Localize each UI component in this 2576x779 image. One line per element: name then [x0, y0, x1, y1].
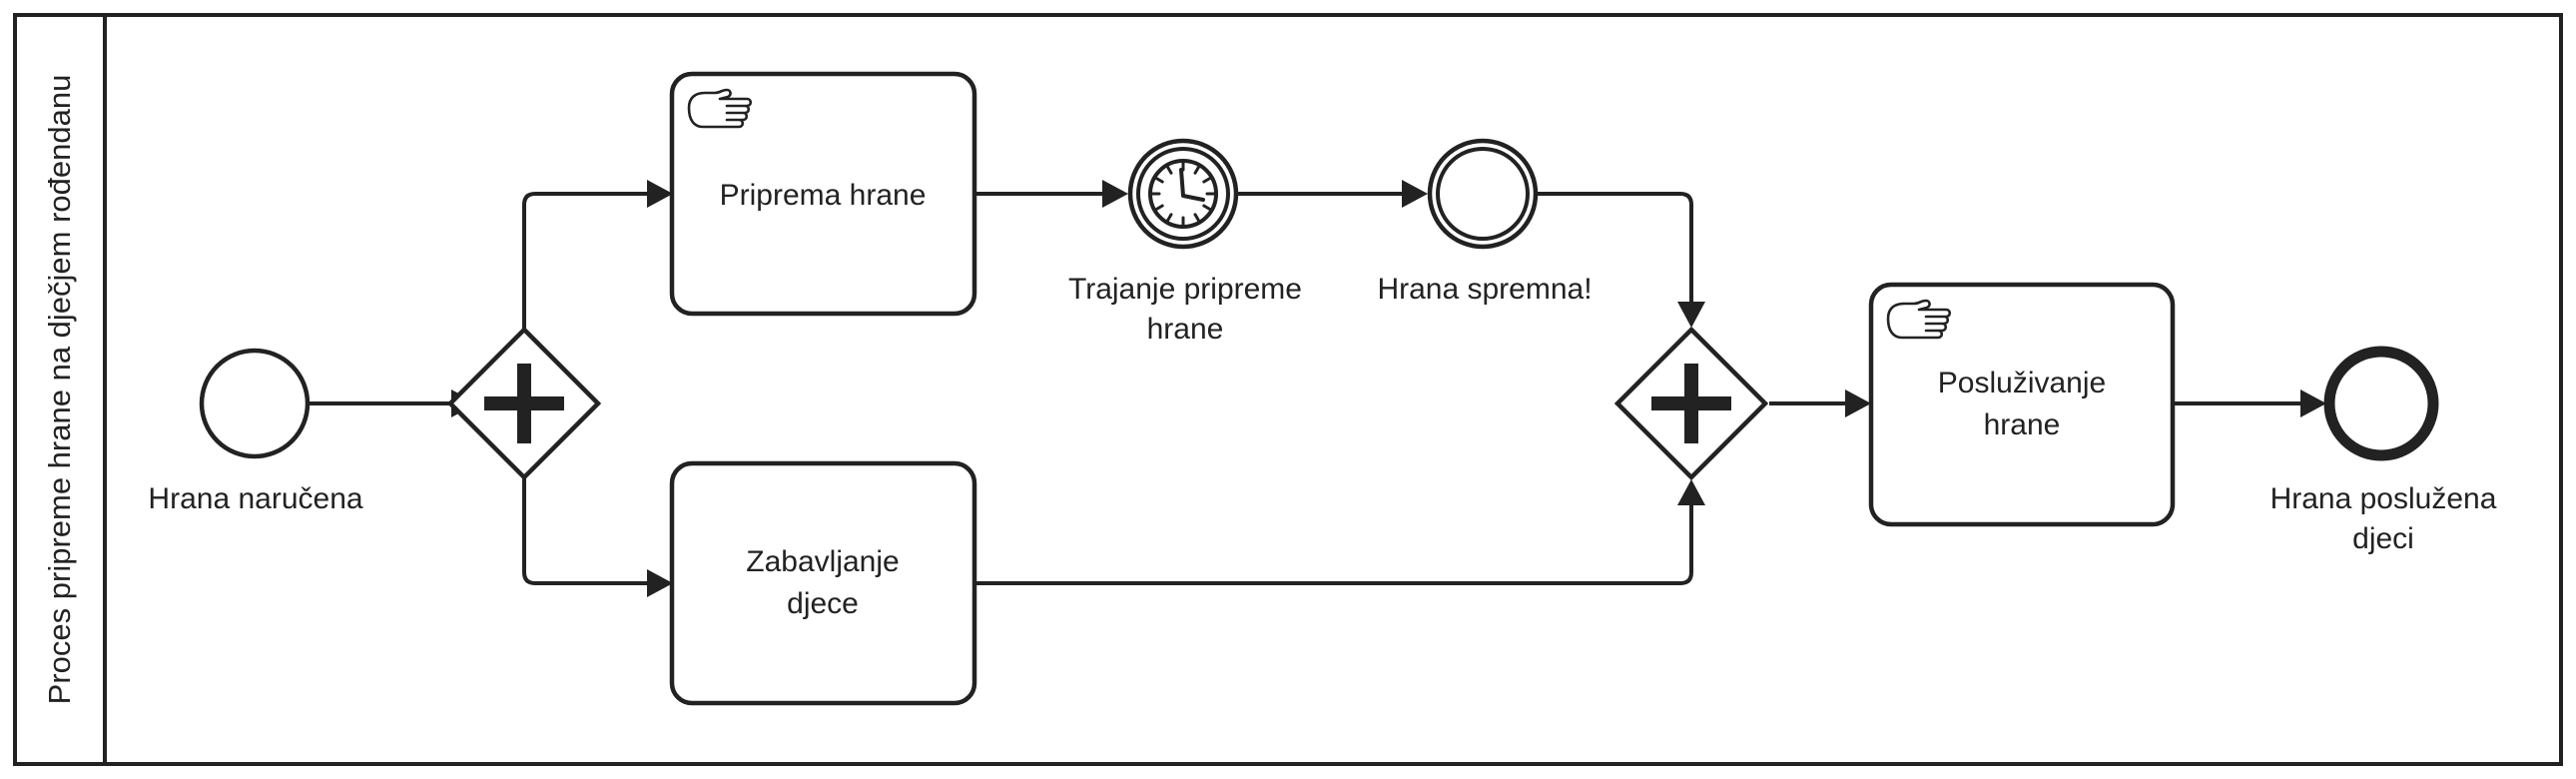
intermediate-event-hrana-spremna[interactable]: Hrana spremna!	[1377, 138, 1593, 306]
event-inner-circle	[1436, 147, 1530, 241]
task-box	[1868, 282, 2176, 527]
flow-zabavljanje-to-join[interactable]	[976, 505, 1693, 585]
arrowhead	[1845, 390, 1871, 417]
manual-task-hand-icon	[687, 88, 753, 129]
pool-border	[13, 13, 2563, 766]
task-label-line2: djece	[787, 587, 859, 620]
plus-icon	[1651, 364, 1731, 443]
task-label-line1: Posluživanje	[1938, 367, 2106, 399]
intermediate-event-label: Hrana spremna!	[1377, 273, 1592, 306]
timer-inner-circle	[1136, 147, 1230, 241]
timer-intermediate-event[interactable]: Trajanje pripreme hrane	[1068, 138, 1302, 346]
manual-task-hand-icon	[1886, 299, 1952, 340]
arrowhead	[647, 180, 673, 208]
pool-label: Proces pripreme hrane na dječjem rođenda…	[42, 75, 77, 705]
end-event[interactable]: Hrana poslužena djeci	[2270, 346, 2497, 555]
arrowhead	[1677, 479, 1705, 505]
task-priprema-hrane[interactable]: Priprema hrane	[669, 71, 977, 317]
end-event-label-line1: Hrana poslužena	[2270, 482, 2497, 515]
task-label: Priprema hrane	[720, 179, 927, 212]
start-event-label: Hrana naručena	[148, 482, 362, 515]
task-label-line2: hrane	[1984, 408, 2061, 441]
flow-split-to-priprema[interactable]	[522, 192, 647, 356]
arrowhead	[1102, 180, 1128, 208]
task-posluzivanje-hrane[interactable]: Posluživanje hrane	[1868, 282, 2176, 527]
flow-split-to-zabavljanje[interactable]	[522, 451, 647, 585]
parallel-split-gateway[interactable]	[446, 326, 602, 481]
pool[interactable]: Proces pripreme hrane na dječjem rođenda…	[13, 13, 2563, 766]
start-event-circle	[199, 348, 311, 459]
timer-event-label-line1: Trajanje pripreme	[1068, 273, 1302, 306]
clock-icon	[1148, 159, 1218, 229]
end-event-label-line2: djeci	[2352, 522, 2414, 555]
task-box	[669, 460, 977, 706]
start-event[interactable]: Hrana naručena	[148, 348, 363, 515]
end-event-circle	[2323, 346, 2439, 461]
sequence-flows	[310, 180, 2326, 597]
flow-spremna-to-join[interactable]	[1538, 192, 1693, 302]
task-box	[669, 71, 977, 317]
event-outer-circle	[1427, 138, 1539, 250]
task-zabavljanje-djece[interactable]: Zabavljanje djece	[669, 460, 977, 706]
arrowhead	[1402, 180, 1428, 208]
arrowhead	[647, 569, 673, 597]
arrowhead	[1677, 302, 1705, 328]
task-label-line1: Zabavljanje	[746, 545, 899, 578]
arrowhead	[2300, 390, 2326, 417]
plus-icon	[484, 364, 564, 443]
parallel-join-gateway[interactable]	[1613, 326, 1769, 481]
timer-event-label-line2: hrane	[1147, 313, 1224, 346]
